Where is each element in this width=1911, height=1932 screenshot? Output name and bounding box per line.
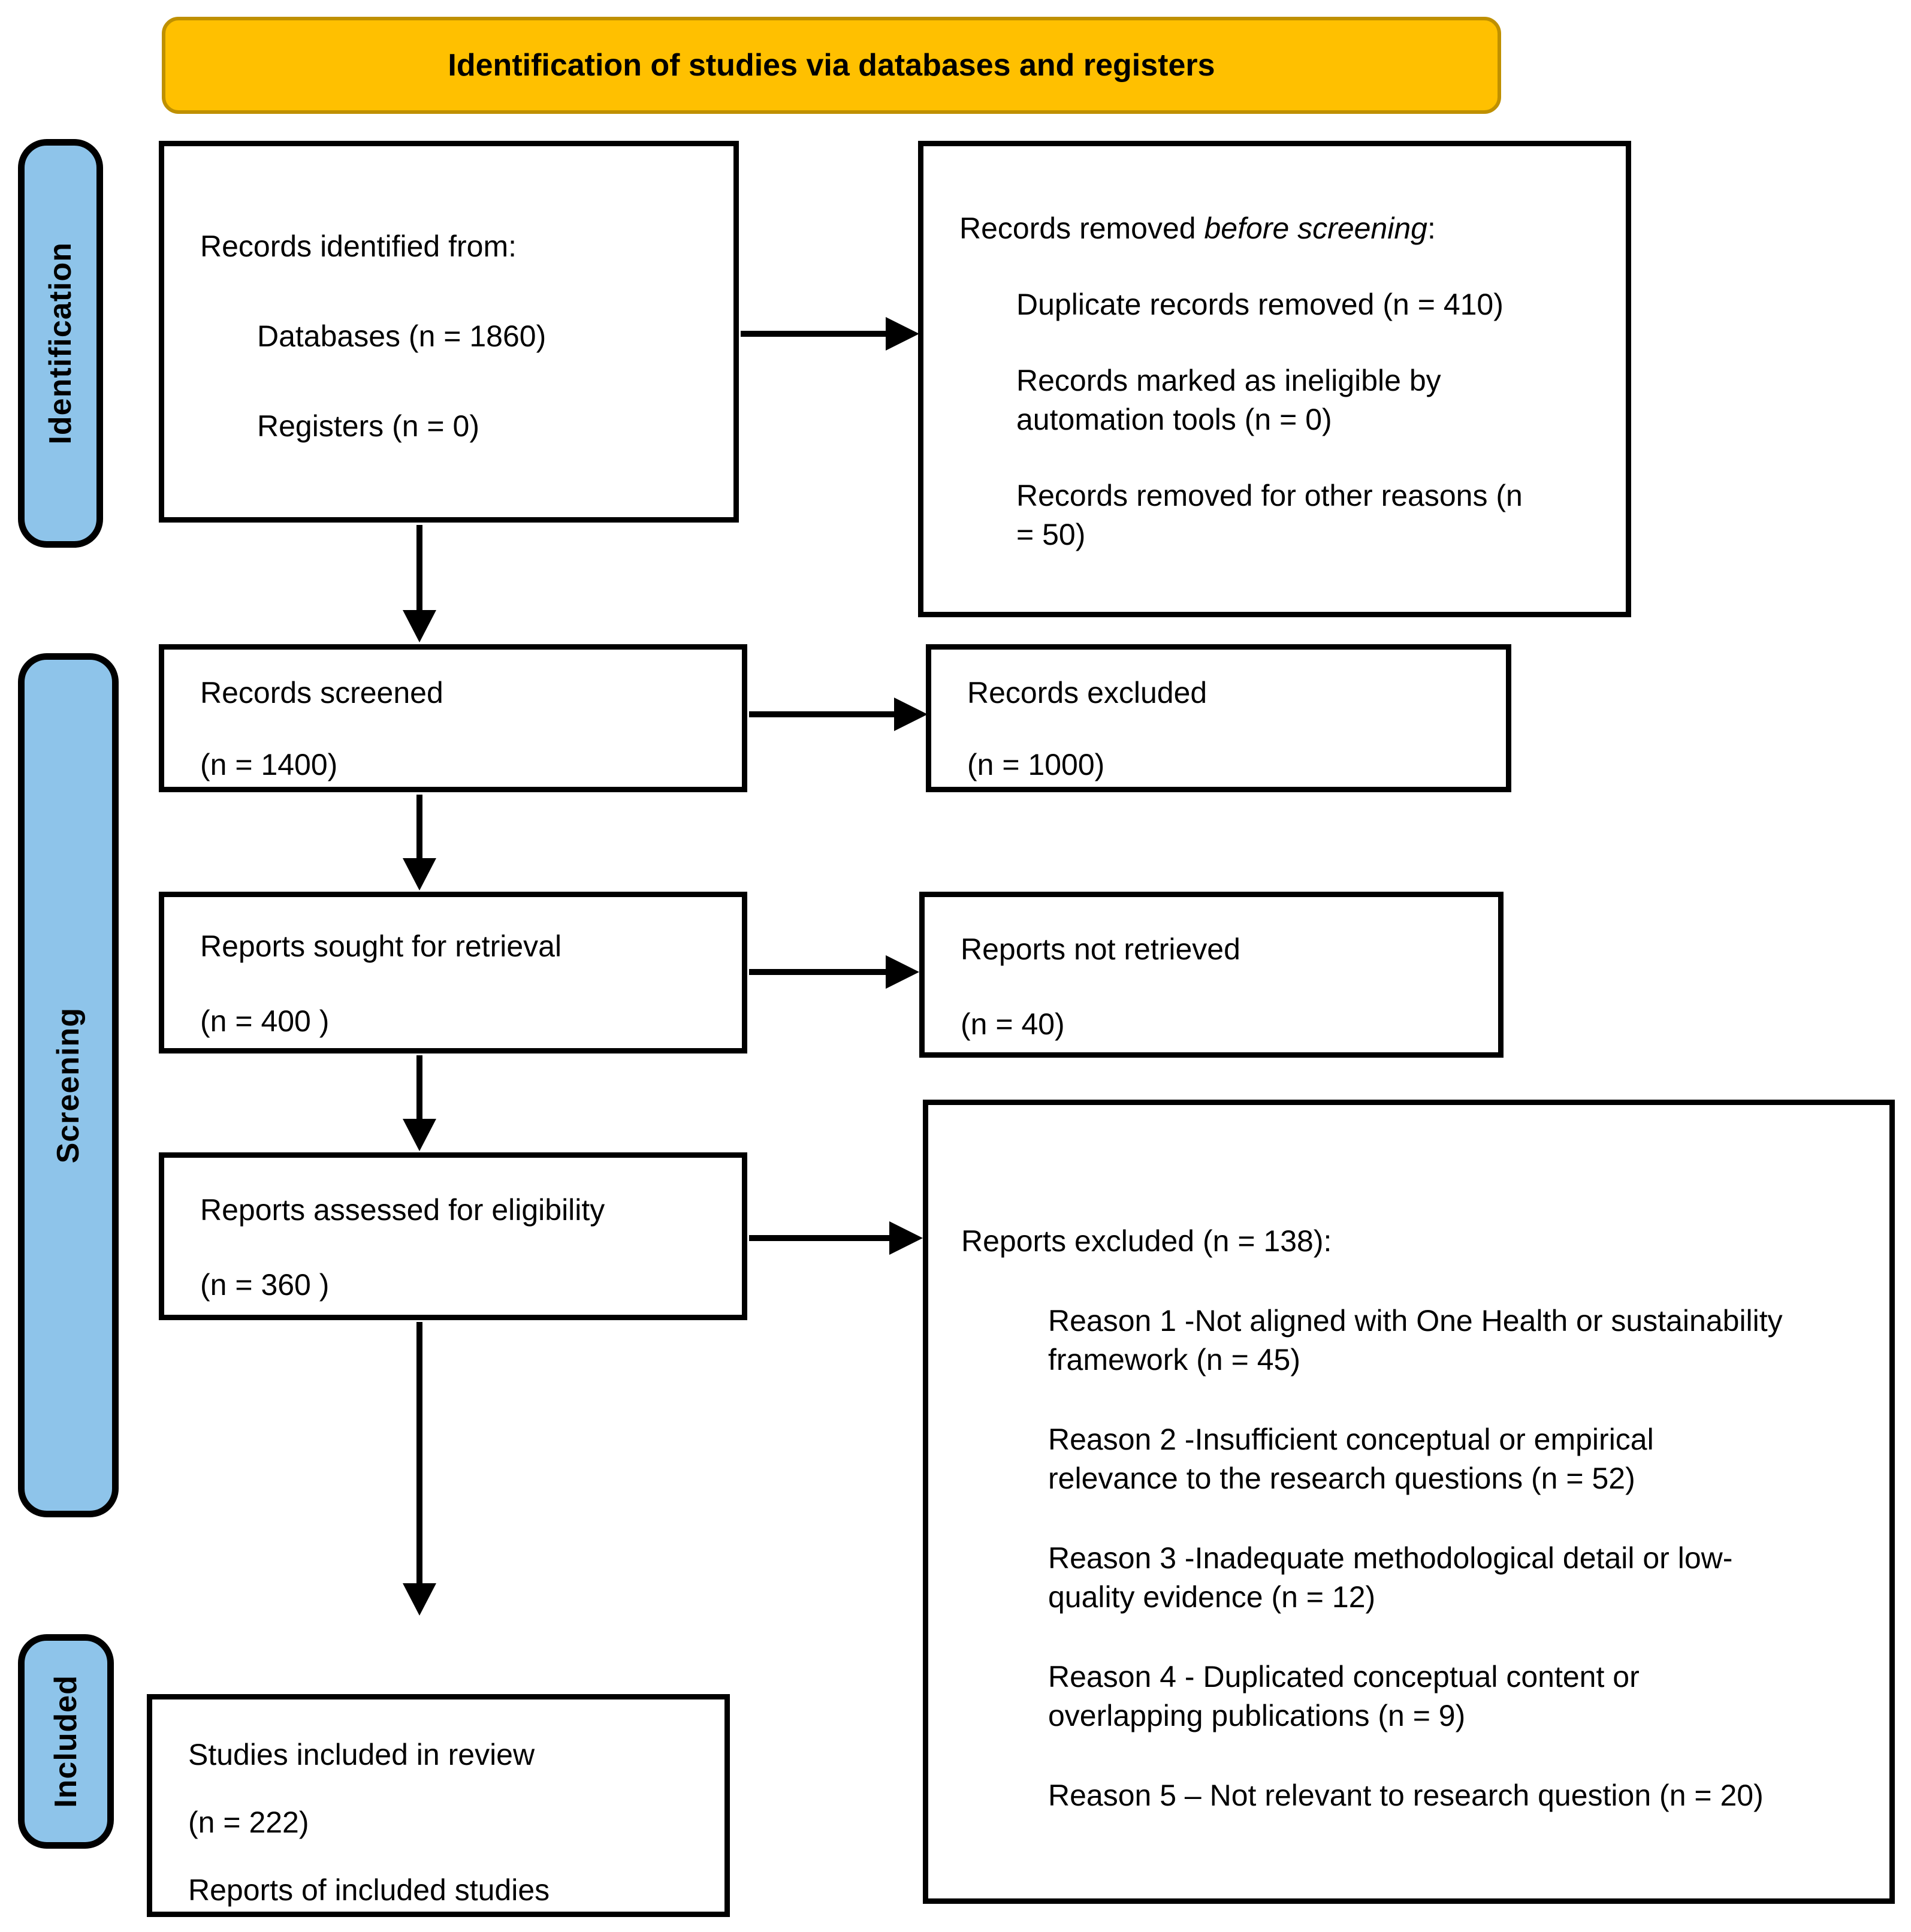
arrow-sought-to-notretrieved: [749, 955, 919, 989]
records-removed-item-duplicates: Duplicate records removed (n = 410): [1016, 288, 1504, 321]
arrow-screened-to-excluded: [749, 698, 928, 731]
stage-label-screening-text: Screening: [51, 1007, 86, 1164]
arrow-identified-to-screened: [403, 525, 436, 642]
reports-excluded-heading: Reports excluded (n = 138):: [961, 1224, 1332, 1258]
box-records-removed: Records removed before screening: Duplic…: [918, 141, 1631, 617]
box-reports-not-retrieved: Reports not retrieved (n = 40): [919, 892, 1504, 1058]
arrow-screened-to-sought: [403, 795, 436, 890]
box-reports-excluded-reasons: Reports excluded (n = 138): Reason 1 -No…: [923, 1100, 1895, 1904]
stage-label-included-text: Included: [49, 1675, 83, 1808]
box-reports-assessed: Reports assessed for eligibility (n = 36…: [159, 1152, 747, 1320]
box-records-excluded: Records excluded (n = 1000): [926, 644, 1511, 792]
box-records-identified: Records identified from: Databases (n = …: [159, 141, 739, 523]
stage-label-screening: Screening: [18, 653, 119, 1517]
reports-not-retrieved-label: Reports not retrieved: [961, 932, 1240, 966]
exclusion-reason-3: Reason 3 -Inadequate methodological deta…: [1048, 1541, 1733, 1614]
box-records-screened: Records screened (n = 1400): [159, 644, 747, 792]
arrow-assessed-to-reasons: [749, 1221, 923, 1255]
records-screened-label: Records screened: [200, 676, 443, 710]
diagram-title: Identification of studies via databases …: [448, 48, 1215, 83]
reports-not-retrieved-count: (n = 40): [961, 1007, 1065, 1041]
records-removed-heading-prefix: Records removed: [959, 212, 1204, 245]
records-screened-count: (n = 1400): [200, 748, 338, 781]
records-identified-item-registers: Registers (n = 0): [257, 409, 479, 443]
records-identified-item-databases: Databases (n = 1860): [257, 319, 547, 353]
records-excluded-label: Records excluded: [967, 676, 1207, 710]
diagram-title-banner: Identification of studies via databases …: [162, 17, 1501, 114]
records-excluded-count: (n = 1000): [967, 748, 1105, 781]
reports-sought-label: Reports sought for retrieval: [200, 929, 562, 963]
stage-label-identification: Identification: [18, 139, 103, 548]
stage-label-identification-text: Identification: [43, 242, 78, 445]
records-identified-heading: Records identified from:: [200, 230, 517, 263]
reports-assessed-count: (n = 360 ): [200, 1268, 330, 1302]
records-removed-heading-italic: before screening: [1204, 212, 1427, 245]
records-removed-item-other: Records removed for other reasons (n = 5…: [1016, 479, 1523, 551]
records-removed-heading-suffix: :: [1427, 212, 1436, 245]
studies-included-count: (n = 222): [188, 1806, 309, 1839]
arrow-assessed-to-included: [403, 1322, 436, 1616]
exclusion-reason-5: Reason 5 – Not relevant to research ques…: [1048, 1779, 1764, 1812]
exclusion-reason-2: Reason 2 -Insufficient conceptual or emp…: [1048, 1423, 1654, 1495]
box-reports-sought: Reports sought for retrieval (n = 400 ): [159, 892, 747, 1053]
exclusion-reason-4: Reason 4 - Duplicated conceptual content…: [1048, 1660, 1640, 1732]
exclusion-reason-1: Reason 1 -Not aligned with One Health or…: [1048, 1304, 1783, 1376]
stage-label-included: Included: [18, 1634, 114, 1849]
box-studies-included: Studies included in review (n = 222) Rep…: [147, 1694, 730, 1917]
reports-assessed-label: Reports assessed for eligibility: [200, 1193, 605, 1227]
records-removed-item-automation: Records marked as ineligible by automati…: [1016, 364, 1441, 436]
reports-sought-count: (n = 400 ): [200, 1004, 330, 1038]
records-removed-heading: Records removed before screening:: [959, 209, 1569, 248]
studies-included-label: Studies included in review: [188, 1738, 535, 1771]
arrow-identified-to-removed: [741, 317, 919, 351]
arrow-sought-to-assessed: [403, 1055, 436, 1151]
reports-of-included-studies-label: Reports of included studies: [188, 1873, 550, 1907]
